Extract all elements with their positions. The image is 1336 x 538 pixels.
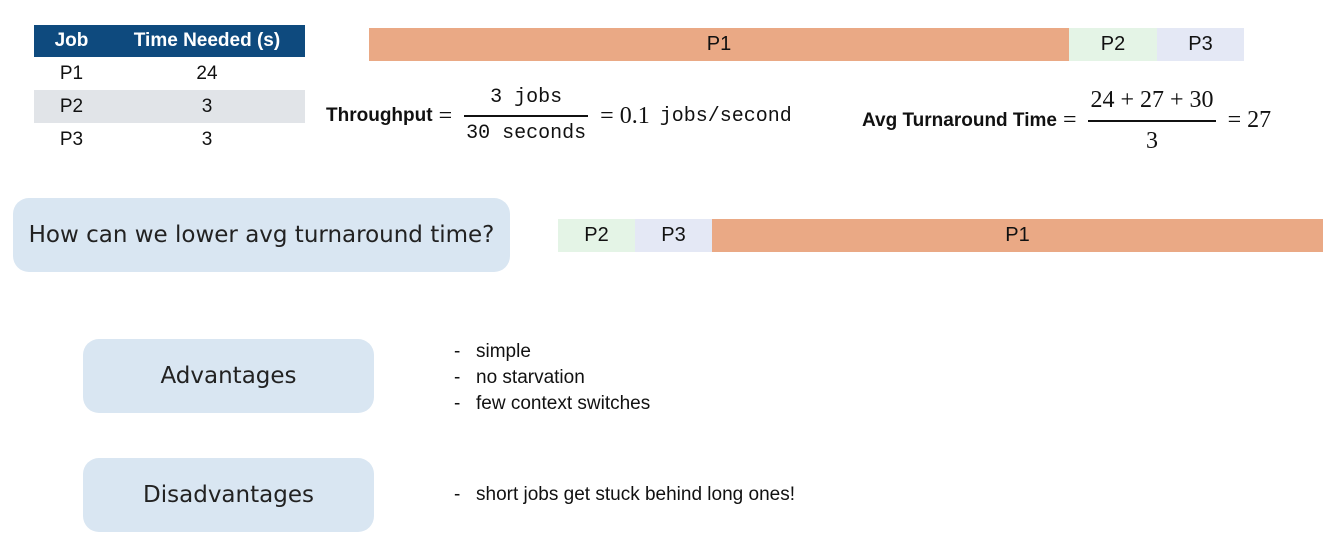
time-cell: 3 — [201, 95, 213, 117]
turnaround-label: Avg Turnaround Time — [862, 109, 1057, 131]
time-cell: 3 — [201, 128, 213, 150]
table-row: P1 24 — [34, 57, 305, 90]
throughput-denominator: 30 seconds — [466, 122, 587, 145]
throughput-numerator: 3 jobs — [490, 86, 563, 109]
time-cell: 24 — [196, 62, 218, 84]
turnaround-numerator: 24 + 27 + 30 — [1090, 87, 1214, 113]
throughput-fraction: 3 jobs 30 seconds — [464, 86, 589, 146]
table-header: Job Time Needed (s) — [34, 25, 305, 57]
disadvantage-text: short jobs get stuck behind long ones! — [476, 484, 795, 505]
list-item: -simple — [454, 341, 531, 362]
advantage-text: few context switches — [476, 393, 651, 414]
advantage-text: simple — [476, 341, 531, 362]
turnaround-denominator: 3 — [1146, 127, 1159, 154]
advantages-list: -simple -no starvation -few context swit… — [454, 339, 650, 417]
table-row: P3 3 — [34, 123, 305, 156]
disadvantages-title: Disadvantages — [143, 482, 314, 508]
fraction-bar — [1088, 119, 1216, 122]
throughput-formula: Throughput = 3 jobs 30 seconds = 0.1 job… — [326, 86, 792, 146]
job-table: Job Time Needed (s) P1 24 P2 3 P3 3 — [34, 25, 305, 156]
table-row: P2 3 — [34, 90, 305, 123]
gantt-segment-p3: P3 — [1157, 28, 1244, 61]
gantt-segment-p3: P3 — [635, 219, 712, 252]
question-text: How can we lower avg turnaround time? — [28, 222, 495, 248]
fraction-bar — [464, 115, 589, 117]
job-cell: P1 — [59, 62, 84, 84]
list-item: -short jobs get stuck behind long ones! — [454, 484, 795, 505]
gantt-segment-p2: P2 — [1069, 28, 1157, 61]
advantages-title: Advantages — [160, 363, 297, 389]
question-box: How can we lower avg turnaround time? — [13, 198, 510, 272]
disadvantages-list: -short jobs get stuck behind long ones! — [454, 482, 795, 508]
disadvantages-box: Disadvantages — [83, 458, 374, 532]
header-job: Job — [54, 30, 89, 51]
equals-sign: = — [1062, 107, 1077, 134]
throughput-result-unit: jobs/second — [659, 104, 792, 128]
throughput-result-value: 0.1 — [619, 102, 650, 129]
list-item: -no starvation — [454, 367, 585, 388]
job-cell: P3 — [59, 128, 84, 150]
turnaround-result: 27 — [1247, 107, 1272, 134]
advantages-box: Advantages — [83, 339, 374, 413]
job-cell: P2 — [59, 95, 84, 117]
gantt-segment-p1: P1 — [712, 219, 1323, 252]
turnaround-fraction: 24 + 27 + 30 3 — [1088, 86, 1216, 156]
equals-sign: = — [600, 102, 614, 129]
advantage-text: no starvation — [476, 367, 585, 388]
gantt-segment-p1: P1 — [369, 28, 1069, 61]
throughput-label: Throughput — [326, 105, 433, 126]
equals-sign: = — [438, 102, 453, 129]
equals-sign: = — [1227, 107, 1242, 134]
list-item: -few context switches — [454, 393, 651, 414]
turnaround-formula: Avg Turnaround Time = 24 + 27 + 30 3 = 2… — [862, 86, 1271, 156]
gantt-segment-p2: P2 — [558, 219, 635, 252]
header-time-needed: Time Needed (s) — [133, 30, 281, 51]
